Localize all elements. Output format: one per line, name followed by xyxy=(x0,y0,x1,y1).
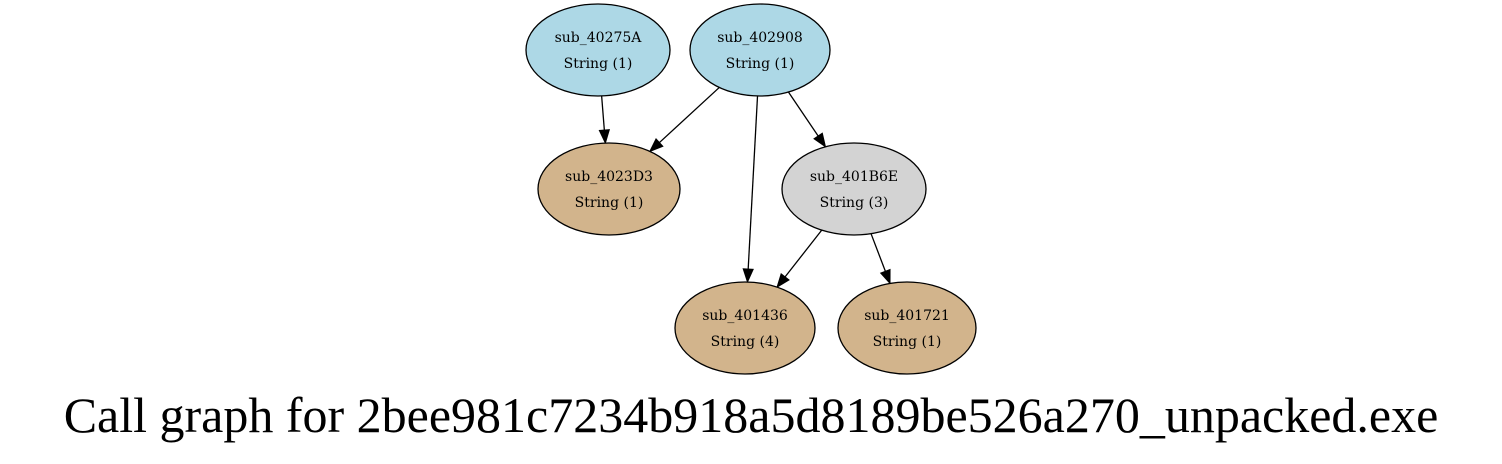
edge-line xyxy=(784,229,823,278)
node-label: sub_401436 xyxy=(702,308,788,324)
node-ellipse xyxy=(674,281,816,375)
node-sublabel: String (4) xyxy=(711,334,780,350)
node-ellipse xyxy=(837,281,977,375)
node-label: sub_401B6E xyxy=(810,169,898,185)
edge-arrowhead xyxy=(813,132,827,148)
edge-line xyxy=(870,233,886,272)
edge-arrowhead xyxy=(742,268,754,284)
edge-sub_401B6E-to-sub_401721 xyxy=(870,233,891,285)
node-ellipse xyxy=(525,3,671,97)
node-ellipse xyxy=(537,142,681,236)
node-sublabel: String (3) xyxy=(820,195,889,211)
edge-line xyxy=(787,91,819,137)
node-sublabel: String (1) xyxy=(873,334,942,350)
edge-sub_40275A-to-sub_4023D3 xyxy=(598,95,611,145)
edge-line xyxy=(747,95,759,270)
edge-sub_401B6E-to-sub_401436 xyxy=(776,229,823,289)
node-label: sub_401721 xyxy=(864,308,950,324)
graph-title: Call graph for 2bee981c7234b918a5d8189be… xyxy=(64,387,1439,443)
node-label: sub_4023D3 xyxy=(565,169,653,185)
edge-sub_402908-to-sub_401B6E xyxy=(787,91,827,148)
node-ellipse xyxy=(781,142,927,236)
node-label: sub_402908 xyxy=(717,30,803,46)
node-sub_401B6E[interactable]: sub_401B6E String (3) xyxy=(781,142,927,236)
node-sublabel: String (1) xyxy=(575,195,644,211)
edge-line xyxy=(600,95,605,131)
edge-arrowhead xyxy=(879,268,891,285)
edge-arrowhead xyxy=(598,129,611,145)
edge-arrowhead xyxy=(776,272,790,289)
node-ellipse xyxy=(689,3,831,97)
node-sub_40275A[interactable]: sub_40275A String (1) xyxy=(525,3,671,97)
node-sublabel: String (1) xyxy=(726,56,795,72)
node-sublabel: String (1) xyxy=(564,56,633,72)
edge-sub_402908-to-sub_4023D3 xyxy=(648,86,720,153)
edges-layer xyxy=(598,86,891,289)
edge-arrowhead xyxy=(648,138,664,153)
edge-sub_402908-to-sub_401436 xyxy=(742,95,759,284)
node-label: sub_40275A xyxy=(555,30,643,46)
edge-line xyxy=(658,86,720,144)
